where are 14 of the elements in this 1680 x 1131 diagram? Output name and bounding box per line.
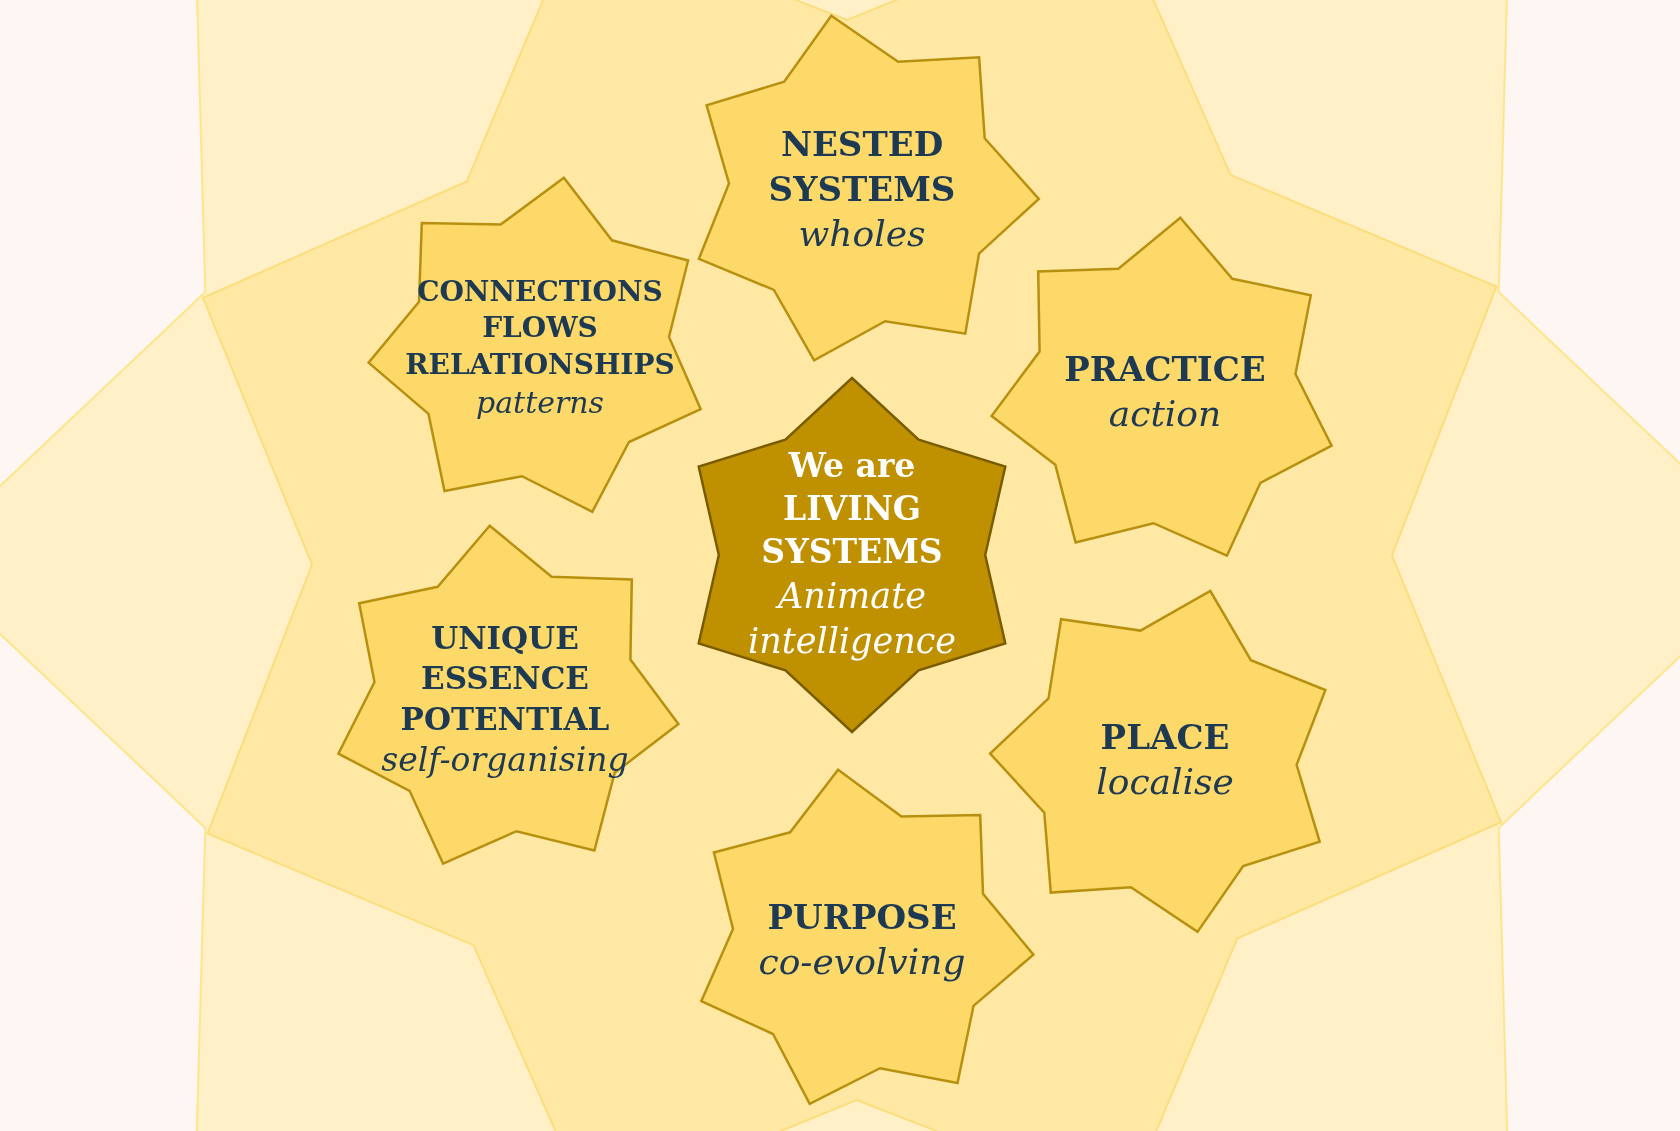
star-subtitle: action bbox=[1107, 391, 1223, 436]
star-heading: UNIQUE ESSENCE POTENTIAL bbox=[399, 619, 611, 739]
star-heading: CONNECTIONS FLOWS RELATIONSHIPS bbox=[404, 273, 676, 383]
star-subtitle: localise bbox=[1095, 759, 1235, 804]
star-subtitle: co-evolving bbox=[757, 939, 967, 984]
star-heading: PRACTICE bbox=[1063, 347, 1267, 391]
star-subtitle: patterns bbox=[475, 384, 605, 423]
star-heading: PURPOSE bbox=[766, 895, 958, 939]
star-heading: PLACE bbox=[1099, 715, 1231, 759]
star-subtitle: wholes bbox=[797, 211, 927, 256]
star-heading: We are LIVING SYSTEMS bbox=[760, 445, 944, 573]
star-subtitle: Animate intelligence bbox=[746, 574, 958, 664]
star-heading: NESTED SYSTEMS bbox=[767, 123, 957, 211]
star-subtitle: self-organising bbox=[380, 739, 630, 781]
